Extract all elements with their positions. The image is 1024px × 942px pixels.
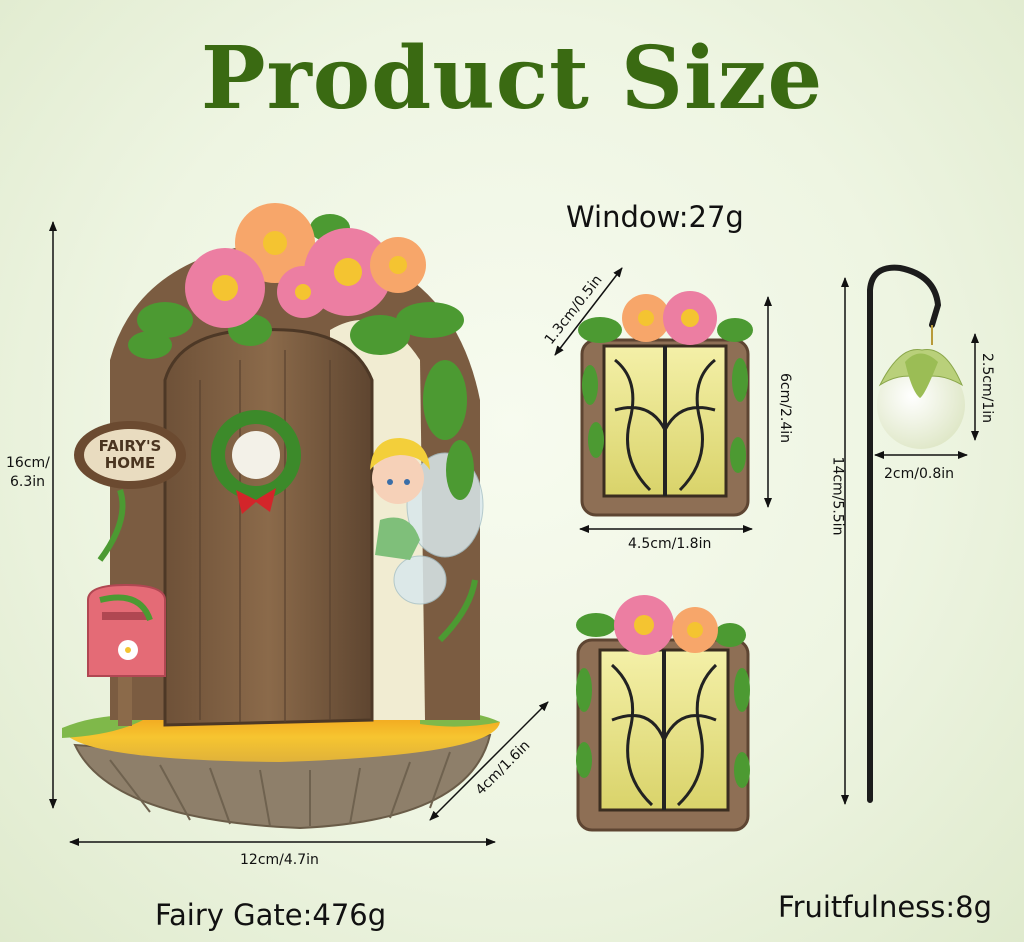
lantern-stake-height-label: 14cm/5.5in (829, 456, 846, 536)
sign-line2: HOME (105, 454, 155, 472)
lantern-bulb-height-label: 2.5cm/1in (979, 353, 995, 423)
gate-height-label-2: 6.3in (10, 474, 46, 490)
window-height-label: 6cm/2.4in (777, 373, 793, 443)
window-weight: Window:27g (566, 200, 744, 234)
gate-width-label: 12cm/4.7in (240, 852, 319, 868)
fruitfulness-weight: Fruitfulness:8g (778, 890, 993, 924)
page-title: Product Size (200, 28, 824, 129)
window-width-label: 4.5cm/1.8in (628, 536, 712, 552)
fairy-gate-weight: Fairy Gate:476g (155, 898, 387, 932)
window-figure-top (578, 291, 753, 517)
fairy-gate-figure: FAIRY'S HOME (62, 203, 500, 830)
sign-line1: FAIRY'S (99, 437, 162, 455)
window-figure-bottom (576, 595, 750, 832)
lantern-figure (867, 264, 965, 803)
gate-height-label-1: 16cm/ (6, 455, 50, 471)
lantern-bulb-width-label: 2cm/0.8in (884, 466, 954, 482)
